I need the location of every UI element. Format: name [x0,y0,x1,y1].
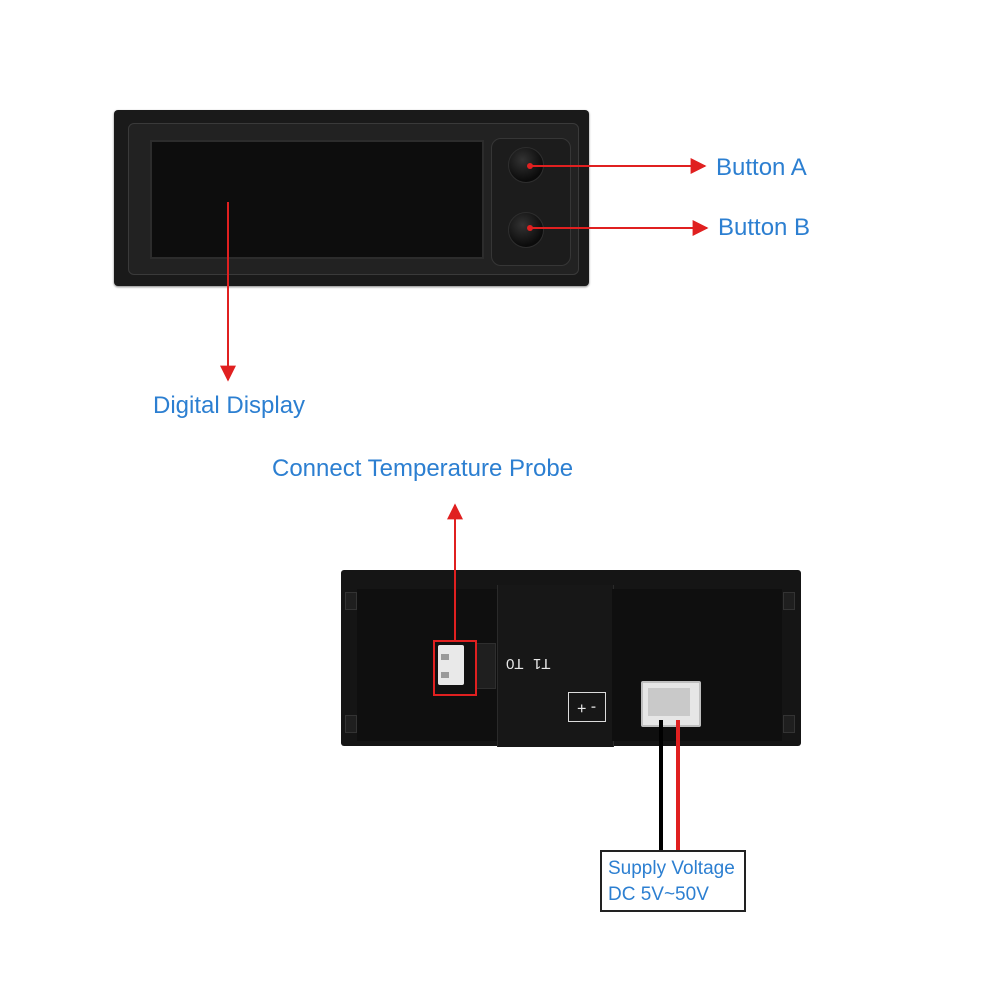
negative-wire [659,720,663,852]
mount-clip [783,715,795,733]
supply-voltage-box: Supply Voltage DC 5V~50V [600,850,746,912]
label-connect-probe: Connect Temperature Probe [272,455,574,482]
supply-voltage-title: Supply Voltage [608,858,735,879]
mount-clip [345,715,357,733]
connector-pin [441,672,449,678]
connector-pin [441,654,449,660]
label-button-a: Button A [716,154,807,181]
polarity-marking: - + [568,692,606,722]
label-digital-display: Digital Display [153,392,306,419]
power-connector-slot [648,688,690,716]
arrow-button-b-origin [527,225,533,231]
positive-wire [676,720,680,852]
supply-voltage-range: DC 5V~50V [608,884,709,905]
probe-connector[interactable] [438,645,464,685]
digital-display-screen [150,140,484,259]
rear-panel-label-strip [497,585,614,747]
mount-clip [345,592,357,610]
arrow-button-a-origin [527,163,533,169]
mount-clip [783,592,795,610]
button-b[interactable] [508,212,544,248]
label-button-b: Button B [718,214,811,241]
